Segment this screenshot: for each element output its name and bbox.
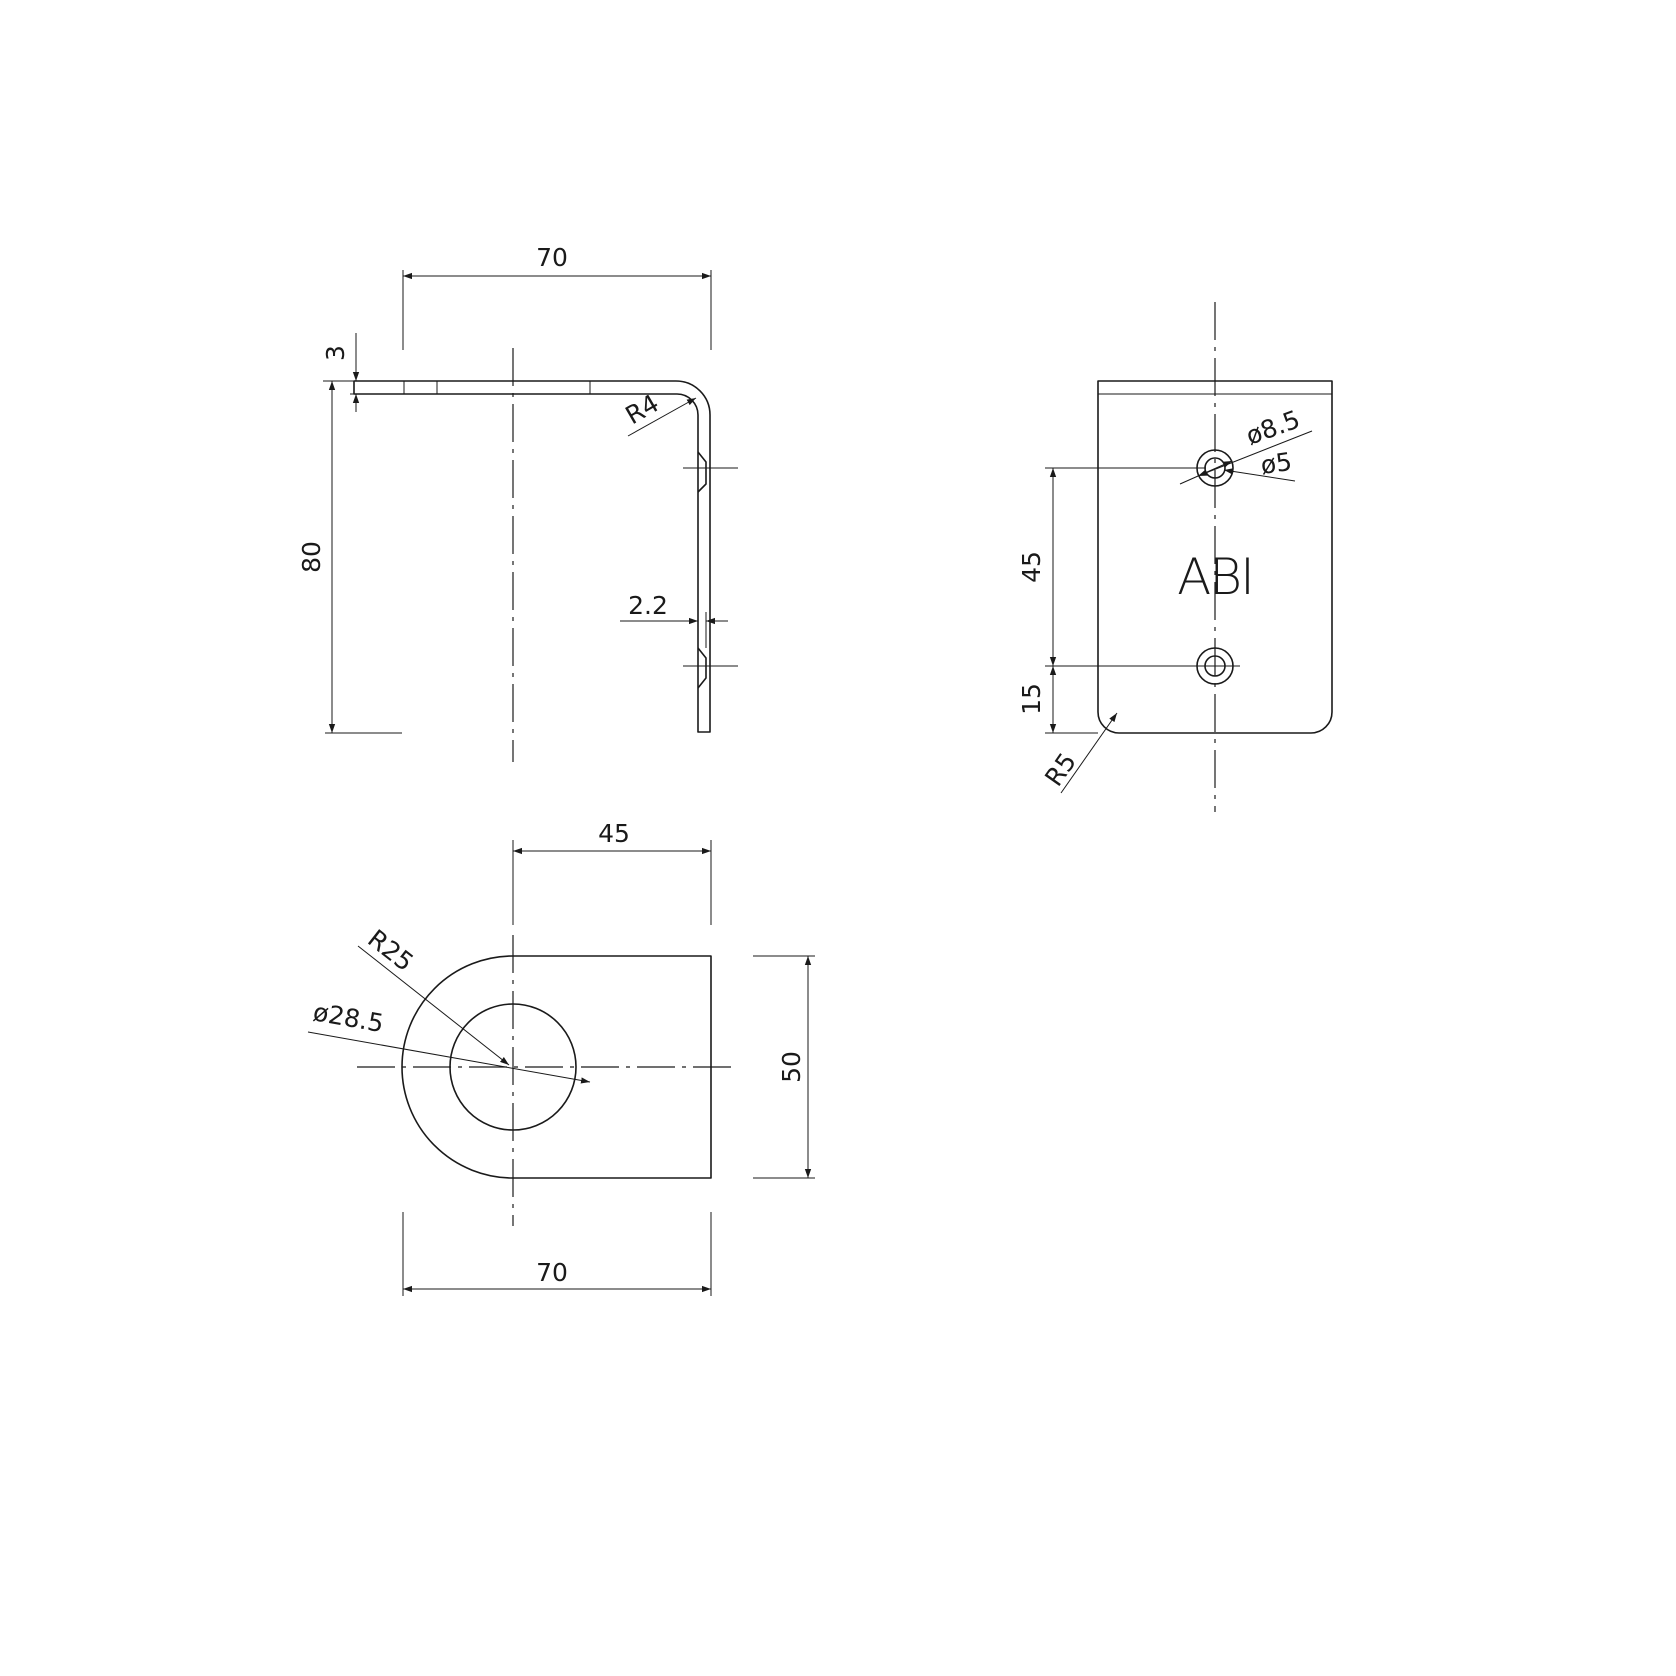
side-view: 70 3 80 R4 2.2	[297, 243, 738, 762]
dim-top-depth: 50	[777, 1051, 806, 1083]
dim-top-center-offset: 45	[598, 819, 630, 848]
brand-logo: ABI	[1177, 548, 1253, 606]
dim-top-bore-diameter: ø28.5	[311, 997, 386, 1038]
dim-corner-radius: R5	[1039, 748, 1082, 792]
dim-hole-inner: ø5	[1259, 447, 1294, 480]
dim-side-height: 80	[297, 541, 326, 573]
dim-top-end-radius: R25	[362, 924, 419, 977]
dim-bottom-offset: 15	[1017, 683, 1046, 715]
dim-side-width: 70	[536, 243, 568, 272]
front-view-outline	[1097, 380, 1333, 734]
dim-hole-outer: ø8.5	[1242, 405, 1304, 451]
top-view: 45 R25 ø28.5 50 70	[307, 819, 815, 1296]
front-view: ø8.5 ø5 45 15 R5 ABI	[1017, 302, 1333, 812]
dim-countersink-depth: 2.2	[628, 591, 668, 620]
top-view-outline	[401, 955, 712, 1179]
countersink-hole-lower	[697, 647, 707, 689]
dim-hole-spacing: 45	[1017, 551, 1046, 583]
side-view-outline	[353, 380, 711, 733]
countersink-hole-upper	[697, 451, 707, 493]
dim-side-thickness: 3	[321, 345, 350, 361]
dim-top-length: 70	[536, 1258, 568, 1287]
